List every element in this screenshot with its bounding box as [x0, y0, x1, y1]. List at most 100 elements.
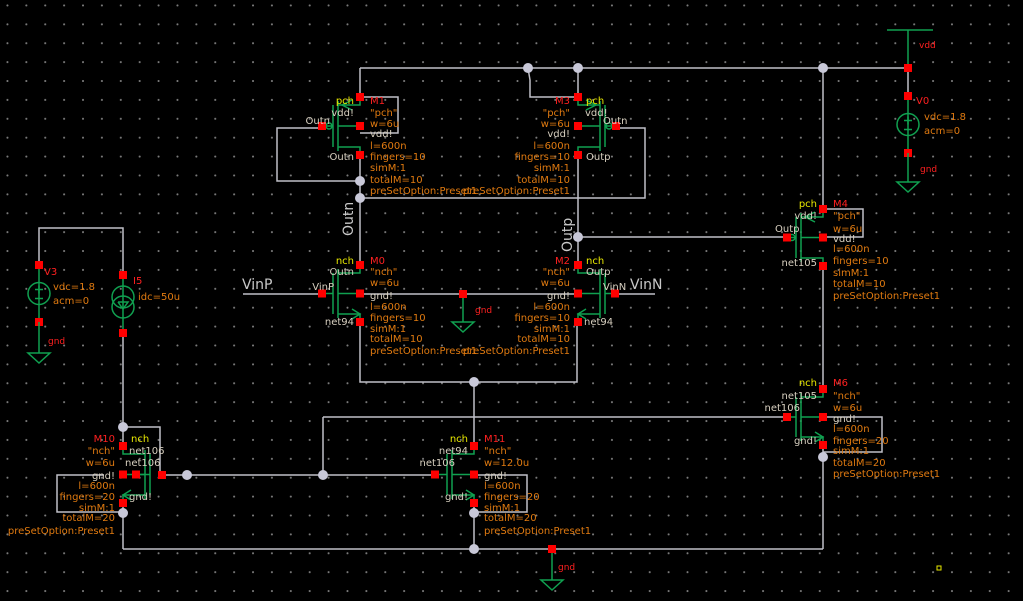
pin-label: Outn [330, 152, 354, 163]
param-idc: idc=50u [138, 292, 180, 303]
pin[interactable] [574, 93, 582, 101]
pin[interactable] [356, 151, 364, 159]
pin-label: gnd! [833, 414, 856, 425]
pin[interactable] [119, 329, 127, 337]
pin[interactable] [612, 122, 620, 130]
pin-label: Outp [586, 152, 610, 163]
pin[interactable] [356, 93, 364, 101]
pin[interactable] [819, 233, 827, 242]
pin[interactable] [318, 289, 326, 298]
pin[interactable] [819, 413, 827, 421]
pin[interactable] [574, 261, 582, 269]
pin-label: net94 [439, 446, 468, 457]
param-w: w=6u [370, 278, 399, 289]
wire[interactable] [474, 474, 528, 513]
pin-label: VinN [603, 282, 626, 293]
instance-name: V0 [916, 96, 929, 107]
pin-label: gnd! [370, 291, 393, 302]
param-fingers: fingers=20 [59, 492, 115, 503]
wire[interactable] [823, 208, 864, 238]
pin[interactable] [548, 545, 556, 553]
param-simM: simM:1 [833, 268, 869, 279]
wire[interactable] [56, 474, 123, 513]
param-preset: preSetOption:Preset1 [8, 526, 115, 537]
current-source-icon [111, 295, 135, 319]
pin[interactable] [783, 413, 791, 421]
pin[interactable] [119, 442, 127, 450]
wire[interactable] [359, 322, 578, 383]
param-cell: "nch" [88, 446, 115, 457]
param-totalM: totalM=20 [484, 513, 537, 524]
wire[interactable] [123, 426, 161, 475]
param-acm: acm=0 [924, 126, 960, 137]
param-l: l=600n [533, 302, 570, 313]
pin[interactable] [574, 289, 582, 298]
pin-label: net106 [129, 446, 165, 457]
pin-label: net106 [420, 458, 456, 469]
param-preset: preSetOption:Preset1 [463, 186, 570, 197]
pin[interactable] [904, 92, 912, 100]
pin[interactable] [819, 205, 827, 213]
param-fingers: fingers=10 [514, 152, 570, 163]
net-label-outp: Outp [560, 218, 576, 252]
instance-name: M1 [370, 96, 385, 107]
wire[interactable] [527, 67, 578, 98]
pin[interactable] [356, 289, 364, 298]
param-l: l=600n [833, 424, 870, 435]
pin[interactable] [356, 318, 364, 326]
pin[interactable] [356, 261, 364, 269]
pin[interactable] [904, 64, 912, 72]
pin[interactable] [611, 289, 619, 298]
param-vdc: vdc=1.8 [924, 112, 966, 123]
param-fingers: fingers=10 [514, 313, 570, 324]
junction-dot [182, 470, 192, 480]
pin[interactable] [431, 470, 439, 479]
junction-dot [523, 63, 533, 73]
pin[interactable] [132, 470, 140, 479]
pin[interactable] [574, 151, 582, 159]
pin[interactable] [574, 318, 582, 326]
pin[interactable] [119, 470, 127, 479]
pin[interactable] [158, 471, 166, 479]
pin-label: gnd! [794, 436, 817, 447]
pin[interactable] [819, 385, 827, 393]
pin[interactable] [783, 233, 791, 242]
pin-label: net105 [782, 258, 818, 269]
param-totalM: totalM=10 [370, 334, 423, 345]
pin[interactable] [318, 122, 326, 130]
pin-label: VinP [312, 282, 334, 293]
pin[interactable] [119, 499, 127, 507]
wire[interactable] [360, 96, 399, 134]
pin-label: net106 [765, 403, 801, 414]
origin-marker [936, 565, 942, 571]
wire[interactable] [276, 127, 360, 182]
pin[interactable] [470, 470, 478, 479]
wire[interactable] [823, 416, 883, 453]
param-w: w=6u [833, 224, 862, 235]
param-cell: "nch" [484, 446, 511, 457]
pin[interactable] [574, 122, 582, 130]
param-cell: "pch" [543, 108, 570, 119]
symbol-line [465, 489, 476, 501]
wire[interactable] [360, 127, 646, 199]
pin-label: gnd! [129, 492, 152, 503]
param-w: w=12.0u [484, 458, 529, 469]
pin[interactable] [819, 262, 827, 270]
pin[interactable] [470, 442, 478, 450]
param-w: w=6u [86, 458, 115, 469]
pin[interactable] [35, 261, 43, 269]
wire[interactable] [38, 227, 124, 275]
param-w: w=6u [833, 403, 862, 414]
pin[interactable] [470, 499, 478, 507]
pin[interactable] [356, 122, 364, 130]
pin[interactable] [119, 271, 127, 279]
net-label-outn: Outn [341, 202, 357, 236]
pin-label: gnd! [445, 492, 468, 503]
pin[interactable] [819, 441, 827, 449]
param-w: w=6u [541, 278, 570, 289]
param-l: l=600n [370, 302, 407, 313]
param-fingers: fingers=10 [833, 256, 889, 267]
pin[interactable] [459, 290, 467, 298]
